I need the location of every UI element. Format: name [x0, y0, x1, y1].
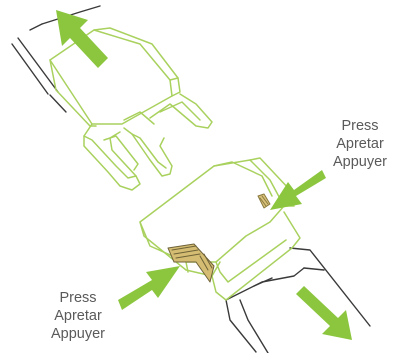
- press-arrow-right: [270, 170, 326, 210]
- upper-buckle-body: [50, 28, 212, 190]
- press-label-left-line3: Appuyer: [46, 325, 110, 343]
- pull-up-arrow: [56, 10, 108, 68]
- upper-strap: [12, 6, 100, 112]
- press-label-right-line1: Press: [328, 117, 392, 135]
- press-label-right: Press Apretar Appuyer: [328, 117, 392, 171]
- male-buckle: [12, 6, 212, 190]
- pull-down-arrow: [296, 286, 352, 340]
- press-label-left: Press Apretar Appuyer: [46, 289, 110, 343]
- female-buckle: [140, 158, 370, 353]
- press-label-left-line1: Press: [46, 289, 110, 307]
- press-label-right-line2: Apretar: [328, 135, 392, 153]
- left-press-tab: [168, 244, 214, 282]
- right-press-tab: [258, 194, 270, 208]
- press-label-right-line3: Appuyer: [328, 153, 392, 171]
- press-arrow-left: [118, 266, 180, 310]
- press-label-left-line2: Apretar: [46, 307, 110, 325]
